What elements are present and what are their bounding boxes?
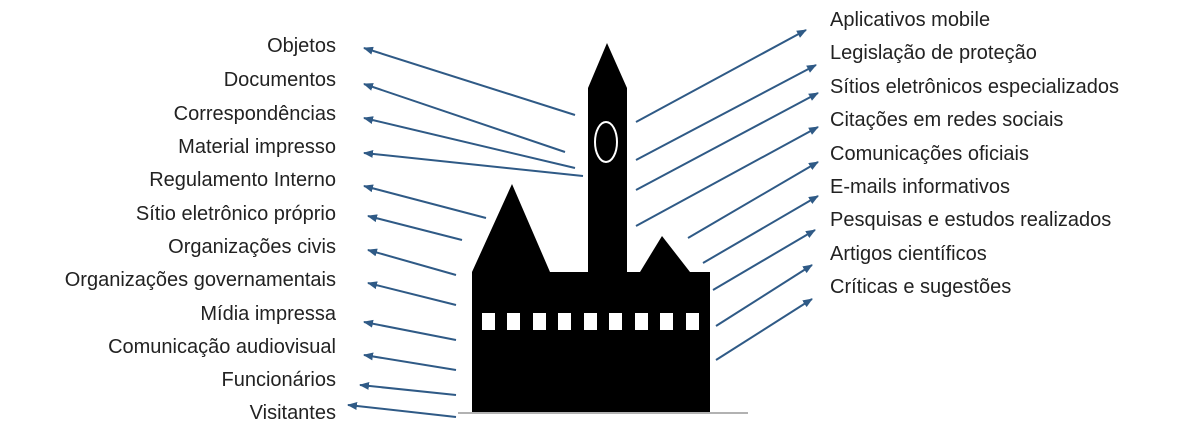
window	[482, 313, 495, 330]
left-label-visitantes: Visitantes	[250, 402, 336, 421]
arrow-right-pesquisas-estudos	[712, 229, 816, 291]
arrow-right-emails-informativos	[702, 195, 819, 264]
right-label-criticas-sugestoes: Críticas e sugestões	[830, 276, 1011, 298]
left-label-midia-impressa: Mídia impressa	[200, 303, 336, 325]
building-silhouette	[458, 43, 748, 414]
right-label-sitios-especializados: Sítios eletrônicos especializados	[830, 76, 1119, 98]
arrow-left-objetos	[363, 46, 576, 116]
right-label-citacoes-redes: Citações em redes sociais	[830, 109, 1063, 131]
arrow-right-sitios-especializados	[635, 92, 819, 191]
window	[686, 313, 699, 330]
building-body	[472, 43, 710, 412]
right-labels: Aplicativos mobile Legislação de proteçã…	[830, 9, 1119, 298]
right-label-pesquisas-estudos: Pesquisas e estudos realizados	[830, 209, 1111, 231]
arrow-left-midia-impressa	[363, 319, 457, 341]
arrow-left-documentos	[363, 83, 566, 153]
arrow-left-organizacoes-civis	[367, 248, 457, 276]
arrow-right-artigos-cientificos	[715, 264, 813, 327]
window	[609, 313, 622, 330]
window	[635, 313, 648, 330]
window	[533, 313, 546, 330]
left-label-organizacoes-civis: Organizações civis	[168, 236, 336, 258]
arrow-left-organizacoes-governamentais	[367, 281, 457, 306]
arrow-left-correspondencias	[363, 116, 576, 169]
window	[584, 313, 597, 330]
arrows	[347, 29, 819, 418]
right-label-comunicacoes-oficiais: Comunicações oficiais	[830, 143, 1029, 165]
left-label-comunicacao-audiovisual: Comunicação audiovisual	[108, 336, 336, 358]
arrow-left-comunicacao-audiovisual	[363, 352, 457, 371]
arrow-right-aplicativos-mobile	[635, 29, 807, 123]
arrow-left-regulamento-interno	[363, 184, 487, 219]
left-labels: Objetos Documentos Correspondências Mate…	[65, 35, 337, 421]
right-label-artigos-cientificos: Artigos científicos	[830, 243, 987, 265]
arrow-right-comunicacoes-oficiais	[687, 161, 819, 239]
arrow-right-legislacao-protecao	[635, 64, 817, 161]
window	[558, 313, 571, 330]
left-label-organizacoes-governamentais: Organizações governamentais	[65, 269, 336, 291]
window	[660, 313, 673, 330]
left-label-funcionarios: Funcionários	[221, 369, 336, 391]
arrow-left-funcionarios	[359, 381, 457, 396]
arrow-left-material-impresso	[363, 149, 584, 177]
left-label-correspondencias: Correspondências	[174, 103, 336, 125]
left-label-documentos: Documentos	[224, 69, 336, 91]
left-label-regulamento-interno: Regulamento Interno	[149, 169, 336, 191]
tower-clock-icon	[594, 121, 618, 163]
window	[507, 313, 520, 330]
arrow-left-visitantes	[347, 402, 457, 418]
left-label-objetos: Objetos	[267, 35, 336, 57]
right-label-legislacao-protecao: Legislação de proteção	[830, 42, 1037, 64]
arrow-right-criticas-sugestoes	[715, 298, 813, 361]
left-label-material-impresso: Material impresso	[178, 136, 336, 158]
right-label-aplicativos-mobile: Aplicativos mobile	[830, 9, 990, 31]
right-label-emails-informativos: E-mails informativos	[830, 176, 1010, 198]
arrow-left-sitio-eletronico	[367, 214, 463, 241]
left-label-sitio-eletronico: Sítio eletrônico próprio	[136, 203, 336, 225]
arrow-right-citacoes-redes	[635, 126, 819, 227]
